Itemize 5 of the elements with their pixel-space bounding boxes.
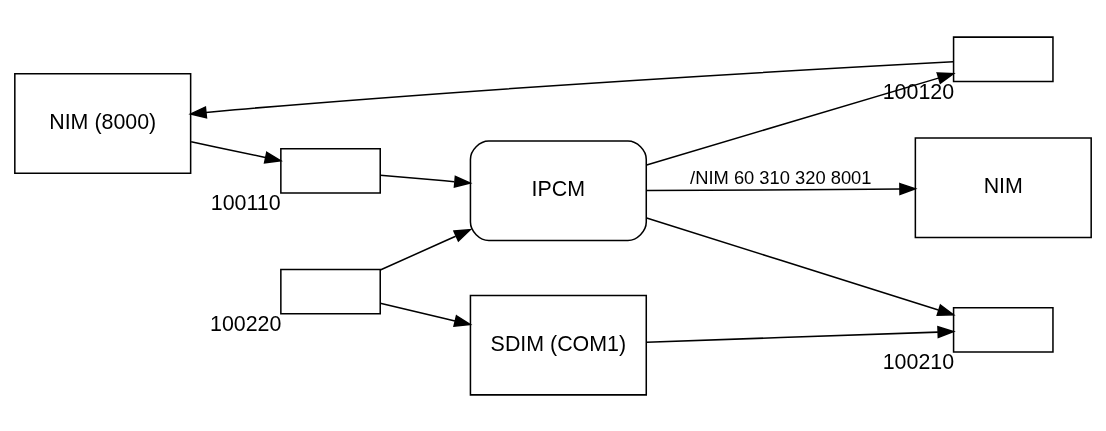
edge-label: /NIM 60 310 320 8001 [690, 166, 872, 188]
node-label: 100120 [882, 79, 955, 104]
node-label: 100210 [882, 349, 955, 374]
node-label: 100220 [209, 311, 282, 336]
node-label: 100110 [210, 190, 281, 215]
